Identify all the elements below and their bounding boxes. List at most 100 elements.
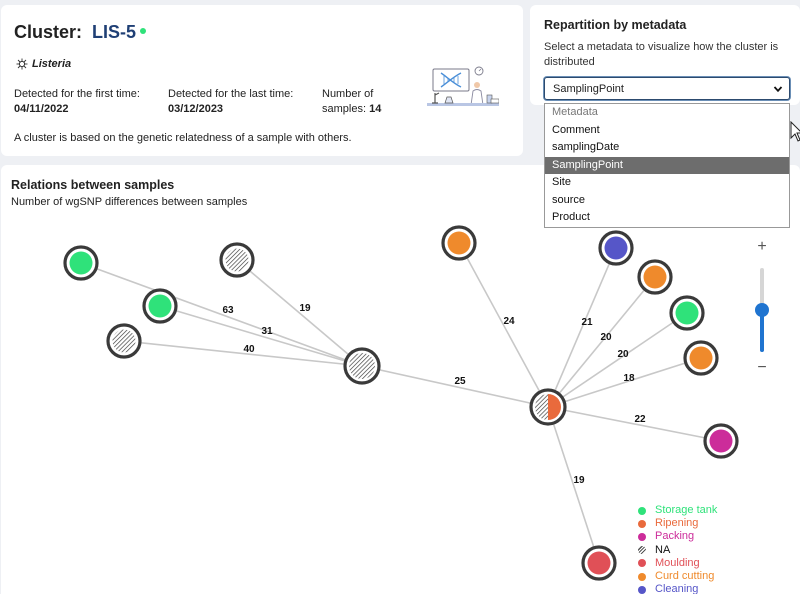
last-detected-value: 03/12/2023 <box>168 103 224 115</box>
sample-node[interactable] <box>529 388 567 426</box>
legend-item: Ripening <box>638 517 717 530</box>
edge-label: 63 <box>222 305 234 316</box>
edge-label: 18 <box>623 373 635 384</box>
legend-label: Cleaning <box>655 583 699 594</box>
last-detected-label: Detected for the last time: <box>168 88 294 100</box>
sample-node[interactable] <box>598 230 634 266</box>
sample-node[interactable] <box>142 288 178 324</box>
sample-node-fill <box>148 294 172 318</box>
sample-node[interactable] <box>683 340 719 376</box>
sample-node[interactable] <box>343 347 381 385</box>
sample-node[interactable] <box>441 225 477 261</box>
graph-edge <box>547 406 722 442</box>
graph-edge <box>547 247 617 408</box>
sample-node-fill <box>225 248 249 272</box>
bacteria-icon <box>16 58 28 70</box>
sample-node[interactable] <box>669 295 705 331</box>
edge-label: 21 <box>581 317 593 328</box>
cluster-info-card: Cluster:LIS-5 Listeria Detected for the … <box>1 5 523 156</box>
zoom-in-button[interactable]: + <box>757 238 767 255</box>
sample-node[interactable] <box>637 259 673 295</box>
sample-node-fill-ripening <box>548 394 561 420</box>
legend-item: Storage tank <box>638 504 717 517</box>
metadata-select-value: SamplingPoint <box>553 83 624 95</box>
graph-edge <box>458 242 549 408</box>
legend-label: Packing <box>655 530 695 543</box>
relations-card: Relations between samples Number of wgSN… <box>1 165 800 594</box>
mouse-cursor-icon <box>790 121 800 142</box>
repartition-title: Repartition by metadata <box>544 18 687 32</box>
graph-edge <box>236 259 363 367</box>
edge-label: 20 <box>617 349 629 360</box>
number-of-samples: Number of samples: 14 <box>322 87 402 117</box>
metadata-option[interactable]: source <box>552 193 586 206</box>
sample-node-fill <box>675 301 699 325</box>
chevron-down-icon <box>773 86 783 93</box>
status-dot <box>140 28 147 35</box>
sample-node[interactable] <box>581 545 617 581</box>
graph-edge <box>547 406 600 564</box>
sample-node-fill <box>349 353 375 379</box>
graph-edge <box>123 340 363 367</box>
legend-swatch <box>638 506 646 515</box>
relations-title: Relations between samples <box>11 178 175 192</box>
sample-node[interactable] <box>703 423 739 459</box>
first-detected-label: Detected for the first time: <box>14 88 140 100</box>
number-of-samples-value: 14 <box>369 103 382 115</box>
legend-item: Packing <box>638 530 717 543</box>
legend-label: Moulding <box>655 556 700 569</box>
sample-node-fill <box>587 551 611 575</box>
sample-node-fill <box>69 251 93 275</box>
sample-node[interactable] <box>219 242 255 278</box>
zoom-slider-fill <box>760 310 764 352</box>
legend-label: Storage tank <box>655 504 718 516</box>
metadata-option: Metadata <box>552 106 598 118</box>
metadata-option[interactable]: SamplingPoint <box>545 156 789 174</box>
metadata-select[interactable]: SamplingPoint <box>544 77 790 100</box>
legend-swatch <box>638 559 646 568</box>
sample-node[interactable] <box>63 245 99 281</box>
sample-node[interactable] <box>106 323 142 359</box>
graph-edge <box>547 276 656 408</box>
graph-edge <box>547 357 702 408</box>
sample-node-fill <box>112 329 136 353</box>
number-of-samples-label: Number of samples: <box>322 88 374 115</box>
edge-label: 31 <box>261 326 273 337</box>
graph-edge <box>159 305 363 367</box>
graph-edge <box>361 365 549 408</box>
edge-label: 22 <box>634 414 646 425</box>
cluster-description: A cluster is based on the genetic relate… <box>14 132 352 144</box>
first-detected-value: 04/11/2022 <box>14 103 69 115</box>
sample-node-fill <box>447 231 471 255</box>
legend-swatch <box>638 572 646 581</box>
edge-label: 19 <box>299 303 311 314</box>
legend-item: Curd cutting <box>638 570 717 583</box>
metadata-option[interactable]: Comment <box>552 123 600 136</box>
legend-label: Curd cutting <box>655 569 715 582</box>
metadata-option[interactable]: Product <box>552 211 590 223</box>
edge-label: 25 <box>454 376 466 387</box>
legend-item: Moulding <box>638 557 717 570</box>
legend-item: NA <box>638 544 717 557</box>
edge-label: 19 <box>573 475 585 486</box>
sample-node-fill <box>709 429 733 453</box>
relations-subtitle: Number of wgSNP differences between samp… <box>11 196 248 208</box>
legend-swatch <box>638 585 646 594</box>
sample-node-fill <box>643 265 667 289</box>
metadata-option[interactable]: Site <box>552 176 571 188</box>
legend-swatch <box>638 546 646 555</box>
organism-name: Listeria <box>32 58 72 70</box>
cluster-title: Cluster:LIS-5 <box>14 22 147 43</box>
metadata-option[interactable]: samplingDate <box>552 141 620 153</box>
cluster-title-label: Cluster: <box>14 22 83 42</box>
zoom-out-button[interactable]: − <box>757 359 767 376</box>
zoom-slider-thumb[interactable] <box>755 303 769 317</box>
lab-illustration <box>427 66 499 106</box>
legend-label: NA <box>655 543 671 556</box>
legend-swatch <box>638 532 646 541</box>
sample-node-fill <box>604 236 628 260</box>
first-detected: Detected for the first time: 04/11/2022 <box>14 87 144 117</box>
